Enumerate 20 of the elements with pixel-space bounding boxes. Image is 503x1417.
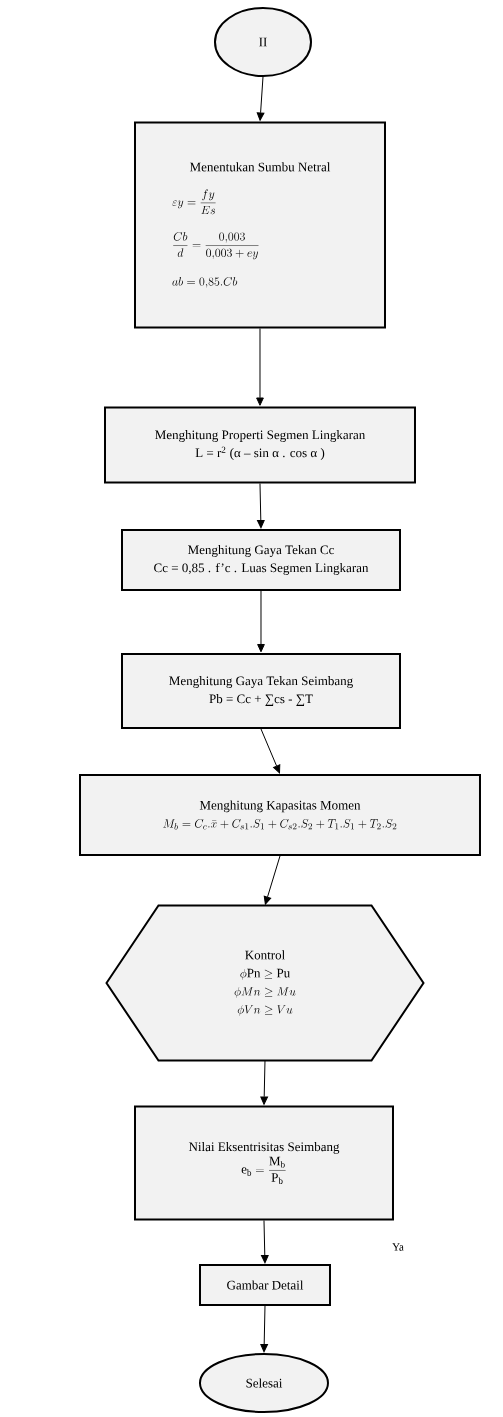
process-box: Nilai Eksentrisitas Seimbang $\mathrm{e_b} = \dfrac{\mathrm{M_b}}{\mathrm{P_b}}$ — [134, 1105, 394, 1221]
arrow — [257, 590, 265, 653]
terminal-oval: II — [214, 7, 312, 77]
arrow — [256, 483, 265, 529]
process-box: Gambar Detail — [199, 1264, 331, 1306]
arrow — [256, 76, 265, 121]
arrow — [260, 1220, 269, 1264]
process-box: Menghitung Gaya Tekan Cc Cc = 0,85 . f’c . Luas Segmen Lingkaran — [121, 529, 401, 591]
arrow — [263, 855, 281, 905]
process-box: Menentukan Sumbu Netral $\varepsilon y = \dfrac{fy}{Es}$ $\dfrac{Cb}{d} = \dfrac{0{,}003}{0{,}003 + ey}$ $ab = 0{,}85. Cb$ — [134, 121, 386, 329]
arrow — [260, 728, 281, 774]
terminal-oval: Selesai — [199, 1353, 329, 1413]
arrow — [256, 328, 264, 406]
decision-hexagon: Kontrol $\phi\mathrm{Pn} \geq \mathrm{Pu}$ $\phi Mn \geq Mu$ $\phi Vn \geq Vu$ — [105, 904, 425, 1062]
process-box: Menghitung Kapasitas Momen $M_b = C_c.\bar{x} + C_{s1}.S_1 + C_{s2}.S_2 + T_1.S_1 + T_2.S_2$ — [79, 774, 481, 856]
process-box: Menghitung Properti Segmen Lingkaran L = r$^{2}$ (α – sin α . cos α ) — [104, 406, 416, 484]
branch-label: Ya — [392, 1243, 404, 1251]
process-box: Menghitung Gaya Tekan Seimbang Pb = Cc + ∑cs - ∑T — [121, 653, 401, 729]
arrow — [260, 1305, 269, 1353]
arrow — [260, 1060, 269, 1105]
